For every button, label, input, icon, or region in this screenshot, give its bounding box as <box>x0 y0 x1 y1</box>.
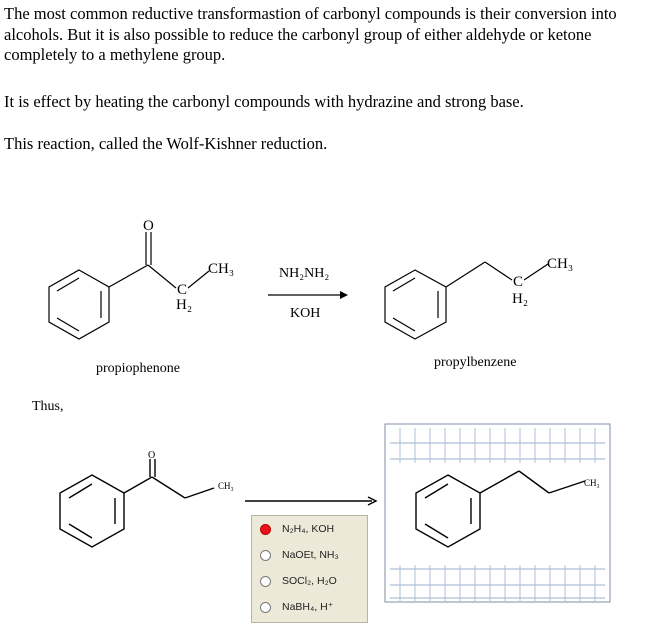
option-label: SOCl₂, H₂O <box>282 575 337 587</box>
carbonyl-oxygen-label: O <box>143 218 154 234</box>
question-reactant-ch3: CH₃ <box>218 481 234 491</box>
option-n2h4-koh[interactable]: N₂H₄, KOH <box>256 520 366 540</box>
option-label: NaBH₄, H⁺ <box>282 601 334 613</box>
product-c-label: C <box>513 274 523 290</box>
product-h2-label: H₂ <box>512 291 528 307</box>
intro-paragraph: The most common reductive transformastio… <box>4 4 617 64</box>
reagent-koh-label: KOH <box>290 306 320 321</box>
reaction-name-paragraph: This reaction, called the Wolf-Kishner r… <box>4 134 328 153</box>
reactant-c-label: C <box>177 282 187 298</box>
option-socl2-h2o[interactable]: SOCl₂, H₂O <box>256 572 366 592</box>
method-paragraph: It is effect by heating the carbonyl com… <box>4 92 524 111</box>
option-label: NaOEt, NH₃ <box>282 549 339 561</box>
wolff-kishner-scheme: O CH₃ C H₂ NH₂NH₂ KOH CH₃ C H₂ propiophe… <box>32 218 573 414</box>
reactant-name: propiophenone <box>96 361 180 376</box>
option-nabh4-h[interactable]: NaBH₄, H⁺ <box>256 598 366 618</box>
radio-icon[interactable] <box>260 550 271 561</box>
product-benzene-ring <box>384 269 447 340</box>
option-naoet-nh3[interactable]: NaOEt, NH₃ <box>256 546 366 566</box>
product-ch3-label: CH₃ <box>547 256 573 272</box>
reactant-h2-label: H₂ <box>176 297 192 313</box>
thus-label: Thus, <box>32 399 64 414</box>
question-oxygen-label: O <box>148 450 155 461</box>
answer-box <box>384 423 611 603</box>
reactant-benzene-ring <box>48 269 110 340</box>
radio-icon[interactable] <box>260 576 271 587</box>
reagent-options-panel: N₂H₄, KOH NaOEt, NH₃ SOCl₂, H₂O NaBH₄, H… <box>251 515 368 623</box>
question-product-ch3: CH₃ <box>584 478 600 488</box>
question-figure: O CH₃ CH₃ <box>59 423 611 603</box>
radio-selected-icon[interactable] <box>260 524 271 535</box>
radio-icon[interactable] <box>260 602 271 613</box>
reagent-hydrazine-label: NH₂NH₂ <box>279 266 329 281</box>
option-label: N₂H₄, KOH <box>282 523 335 535</box>
product-name: propylbenzene <box>434 355 516 370</box>
reactant-ch3-label: CH₃ <box>208 261 234 277</box>
